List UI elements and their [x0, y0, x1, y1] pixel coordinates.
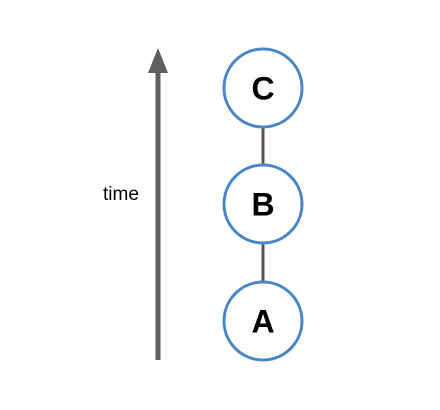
time-axis-label: time — [103, 184, 139, 205]
time-arrow — [148, 48, 168, 360]
time-arrow-head — [148, 48, 168, 73]
node-a: A — [222, 280, 304, 362]
node-c-circle — [222, 47, 304, 129]
node-c: C — [222, 47, 304, 129]
node-a-circle — [222, 280, 304, 362]
node-b-label: B — [251, 187, 274, 223]
node-c-label: C — [251, 71, 274, 107]
node-b-circle — [222, 163, 304, 245]
node-b: B — [222, 163, 304, 245]
node-a-label: A — [251, 304, 274, 340]
